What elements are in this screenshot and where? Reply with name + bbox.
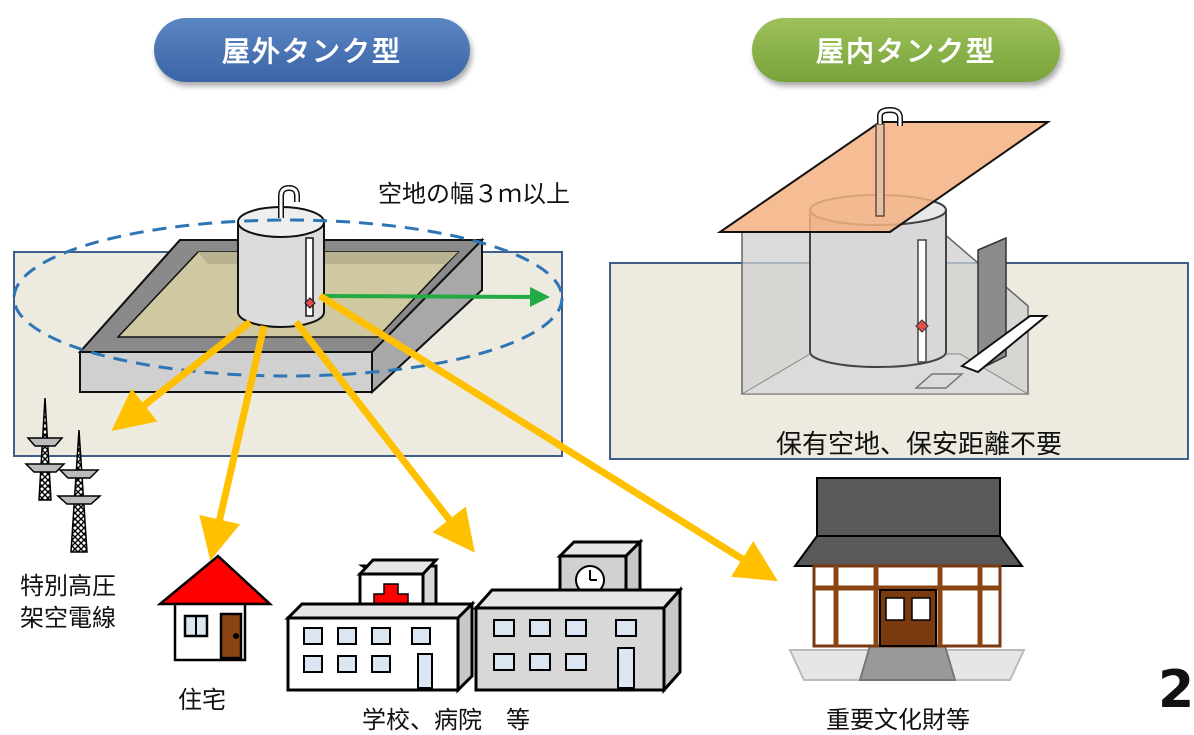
- power-tower-icon: [24, 397, 102, 553]
- open-space-arrow: [323, 286, 550, 307]
- indoor-note-label: 保有空地、保安距離不要: [776, 430, 1063, 460]
- power-line-label-2: 架空電線: [20, 604, 116, 632]
- school-hospital-label: 学校、病院 等: [362, 706, 530, 734]
- school-icon: [472, 538, 684, 694]
- hospital-icon: [284, 558, 476, 694]
- house-label: 住宅: [178, 686, 226, 714]
- safety-distance-arrows: [111, 293, 778, 582]
- page-number: 2: [1158, 660, 1194, 720]
- indoor-tank-title: 屋内タンク型: [752, 18, 1060, 82]
- power-line-label-1: 特別高圧: [20, 572, 116, 600]
- cultural-property-label: 重要文化財等: [826, 706, 970, 734]
- house-icon: [156, 554, 274, 662]
- temple-icon: [788, 477, 1026, 681]
- indoor-tank-building: [716, 106, 1052, 395]
- outdoor-tank: [237, 184, 325, 328]
- open-space-boundary: [12, 218, 564, 378]
- open-space-width-label: 空地の幅３ｍ以上: [378, 180, 570, 208]
- outdoor-tank-title: 屋外タンク型: [154, 18, 470, 82]
